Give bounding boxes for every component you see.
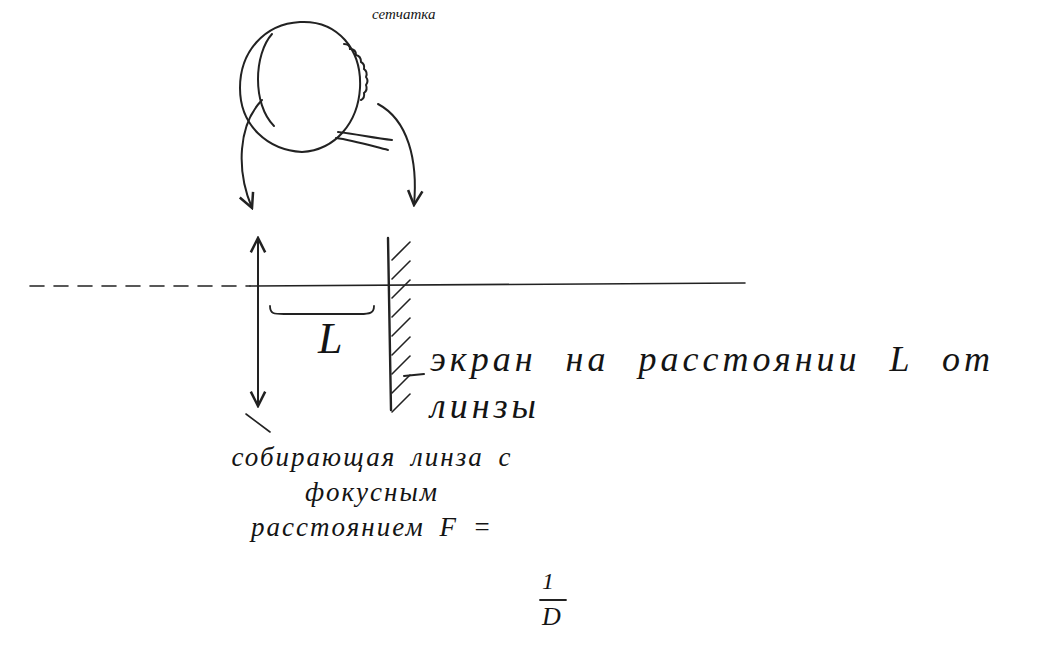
hatch-stroke bbox=[392, 318, 410, 336]
hatch-stroke bbox=[392, 261, 410, 279]
pointer-arrow bbox=[242, 100, 262, 208]
optic-nerve bbox=[336, 132, 392, 150]
screen bbox=[388, 238, 391, 410]
hatch-stroke bbox=[392, 375, 410, 393]
distance-bracket bbox=[270, 306, 374, 314]
retina bbox=[344, 44, 368, 100]
fraction-denominator: D bbox=[542, 600, 561, 634]
screen-hatching bbox=[392, 242, 410, 412]
eye-lens bbox=[258, 34, 274, 126]
part-label: сетчатка bbox=[372, 4, 435, 24]
hatch-stroke bbox=[392, 242, 410, 260]
pointer-arrow bbox=[378, 104, 415, 205]
optical-axis bbox=[250, 283, 745, 286]
hatch-stroke bbox=[392, 394, 410, 412]
note-text: собирающая линза с фокусным расстоянием … bbox=[212, 440, 532, 545]
hatch-stroke bbox=[392, 356, 410, 374]
hatch-stroke bbox=[392, 280, 410, 298]
fraction-bar bbox=[540, 599, 566, 601]
leader-line bbox=[404, 374, 424, 376]
converging-lens bbox=[257, 238, 259, 406]
leader-line bbox=[246, 414, 270, 432]
hatch-stroke bbox=[392, 337, 410, 355]
optical-axis bbox=[30, 285, 250, 287]
hatch-stroke bbox=[392, 299, 410, 317]
fraction-numerator: 1 bbox=[542, 566, 554, 597]
note-text: экран на расстоянии L от линзы bbox=[430, 336, 1030, 430]
dimension-label: L bbox=[318, 310, 342, 367]
